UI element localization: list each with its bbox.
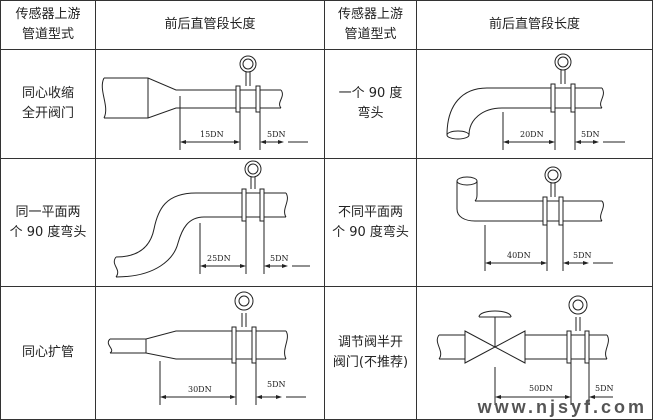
dimension-upstream: 50DN [529,384,553,393]
dimension-upstream: 20DN [520,130,544,139]
table-rule [416,0,417,420]
row-label: 同心收缩 全开阀门 [21,86,74,121]
dimension-downstream: 5DN [270,254,289,263]
dimension-downstream: 5DN [267,380,286,389]
header-straight-length: 前后直管段长度 [164,17,256,32]
table-rule [0,158,653,159]
diagram-single-elbow: 20DN 5DN [446,53,625,150]
header-pipe-type: 传感器上游 管道型式 [337,7,403,42]
dimension-downstream: 5DN [581,130,600,139]
diagram-concentric-expander: 30DN 5DN [107,291,306,405]
diagram-two-elbows-different-planes: 40DN 5DN [456,166,613,271]
header-straight-length: 前后直管段长度 [488,17,580,32]
dimension-downstream: 5DN [573,251,592,260]
dimension-upstream: 15DN [200,130,224,139]
table-rule [324,0,325,420]
header-pipe-type: 传感器上游 管道型式 [15,7,81,42]
row-label: 同一平面两 个 90 度弯头 [9,204,87,240]
row-label: 同心扩管 [21,345,74,360]
diagram-two-elbows-same-plane: 25DN 5DN [113,160,310,278]
table-border-top [0,0,653,1]
dimension-upstream: 30DN [188,385,212,394]
row-label: 不同平面两 个 90 度弯头 [332,204,409,240]
diagram-concentric-reducer: 15DN 5DN [101,55,308,150]
dimension-downstream: 5DN [595,384,614,393]
dimension-upstream: 40DN [507,251,531,260]
table-rule [0,49,653,50]
table-rule [95,0,96,420]
dimension-upstream: 25DN [207,254,231,263]
table-rule [0,286,653,287]
row-label: 调节阀半开 阀门(不推荐) [332,335,409,370]
row-label: 一个 90 度 弯头 [338,86,403,121]
watermark: www.njsyf.com [477,397,647,417]
diagram-control-valve: 50DN 5DN [436,295,614,405]
dimension-downstream: 5DN [267,130,286,139]
table-border-left [0,0,1,420]
